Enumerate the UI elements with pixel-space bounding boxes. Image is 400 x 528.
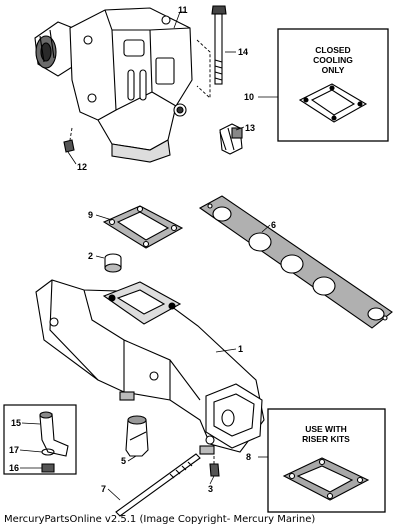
callout-1: 1	[238, 344, 243, 354]
callout-9: 9	[88, 210, 93, 220]
copyright-footer: MercuryPartsOnline v2.5.1 (Image Copyrig…	[4, 514, 316, 525]
elbow-fitting-5	[125, 415, 149, 457]
riser-kits-line-2: RISER KITS	[302, 434, 350, 444]
gasket-9	[102, 205, 184, 249]
fittings-inset-box	[3, 404, 77, 475]
callout-labels: 11 14 10 13 12 6 9 2 1 5 3 7 8 15 17 16	[9, 5, 276, 494]
callout-2: 2	[88, 251, 93, 261]
callout-14: 14	[238, 47, 248, 57]
gasket-10	[298, 83, 368, 123]
closed-cooling-line-1: CLOSED	[315, 45, 350, 55]
bolt-14	[211, 5, 227, 85]
fitting-16	[41, 463, 55, 473]
callout-16: 16	[9, 463, 19, 473]
callout-10: 10	[244, 92, 254, 102]
closed-cooling-line-3: ONLY	[322, 65, 345, 75]
callout-3: 3	[208, 484, 213, 494]
callout-13: 13	[245, 123, 255, 133]
callout-17: 17	[9, 445, 19, 455]
elbow-15	[39, 411, 69, 457]
plug-12	[63, 139, 75, 153]
elbow-assembly	[34, 7, 193, 163]
callout-12: 12	[77, 162, 87, 172]
callout-5: 5	[121, 456, 126, 466]
plug-3	[209, 463, 220, 477]
riser-kits-line-1: USE WITH	[305, 424, 347, 434]
callout-15: 15	[11, 418, 21, 428]
manifold-gasket-6	[198, 195, 393, 329]
callout-6: 6	[271, 220, 276, 230]
gasket-8	[282, 457, 370, 501]
exhaust-manifold-1	[35, 279, 265, 455]
callout-11: 11	[178, 5, 188, 15]
plug-2	[104, 253, 122, 273]
callout-7: 7	[101, 484, 106, 494]
stud-7	[115, 453, 201, 517]
leader-lines	[19, 11, 278, 501]
closed-cooling-line-2: COOLING	[313, 55, 353, 65]
callout-8: 8	[246, 452, 251, 462]
fitting-13	[219, 123, 243, 155]
riser-kits-box: USE WITH RISER KITS	[267, 408, 386, 513]
closed-cooling-box: CLOSED COOLING ONLY	[277, 28, 389, 142]
